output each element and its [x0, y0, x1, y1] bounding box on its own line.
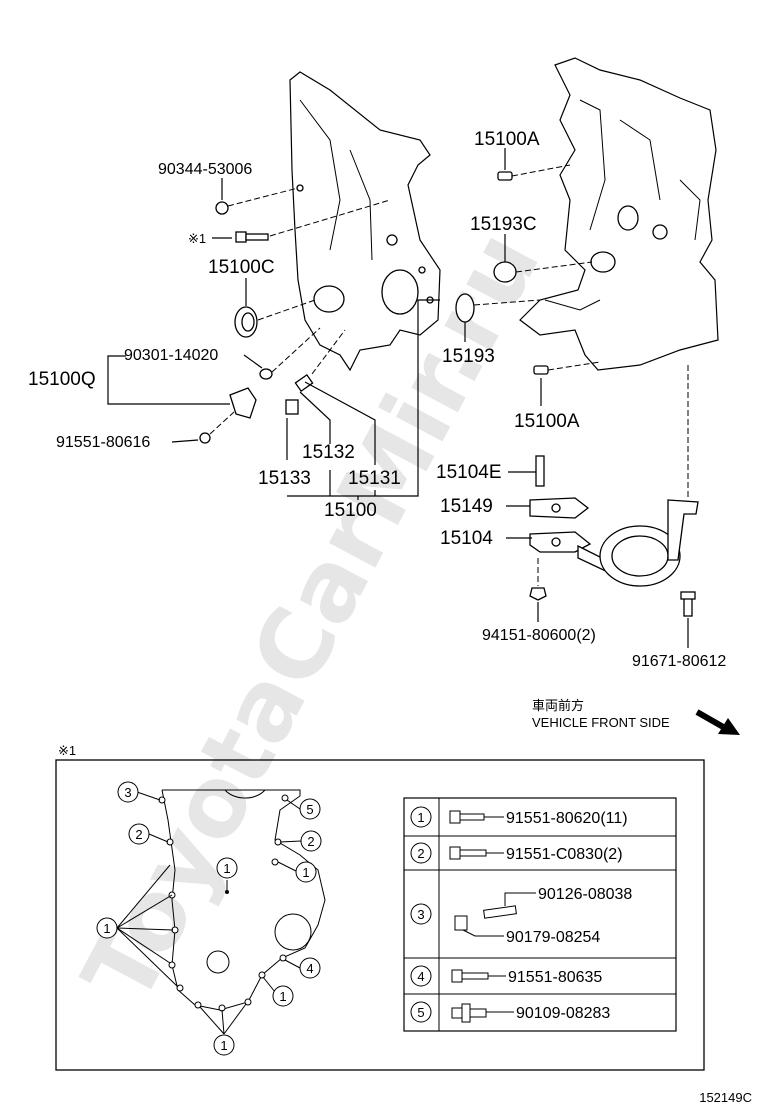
stud-15104E-illustration	[535, 455, 545, 487]
legend-num-1: 1	[417, 810, 424, 825]
label-91671-80612: 91671-80612	[632, 653, 726, 670]
inset-callout-1-right-upper: 1	[295, 861, 317, 883]
label-15193: 15193	[442, 346, 495, 367]
bolt-legend-table: 1 91551-80620(11) 2 91551-C0830(2) 3 901…	[403, 797, 677, 1032]
legend-part-90109-08283: 90109-08283	[516, 1005, 610, 1022]
bolt-icon	[449, 810, 485, 824]
inset-callout-3: 3	[117, 781, 139, 803]
inset-callout-5: 5	[299, 798, 321, 820]
stud-bolt-icon	[451, 1003, 487, 1023]
bolt-91671-illustration	[680, 591, 696, 617]
svg-text:1: 1	[279, 989, 286, 1004]
legend-row-3: 3 90126-08038 90179-08254	[410, 886, 632, 946]
legend-part-91551-C0830: 91551-C0830(2)	[506, 846, 623, 863]
leader-lines	[107, 148, 689, 648]
svg-text:1: 1	[220, 1038, 227, 1053]
oil-strainer-15104-illustration	[529, 499, 699, 587]
diagram-code: 152149C	[699, 1090, 752, 1105]
inset-leader-lines	[116, 791, 302, 1035]
svg-text:4: 4	[306, 961, 313, 976]
o-ring-15193C-illustration	[493, 261, 593, 283]
svg-text:1: 1	[302, 865, 309, 880]
legend-part-90179-08254: 90179-08254	[506, 929, 600, 946]
inset-marker: ※1	[58, 743, 76, 758]
label-15104E: 15104E	[436, 462, 502, 483]
label-star1-bolt: ※1	[188, 231, 206, 246]
label-15193C: 15193C	[470, 214, 537, 235]
legend-num-3: 3	[417, 907, 424, 922]
label-90301-14020: 90301-14020	[124, 347, 218, 364]
label-15100C: 15100C	[208, 257, 275, 278]
label-15100A-top: 15100A	[474, 129, 540, 150]
label-15131: 15131	[348, 468, 401, 489]
label-90344-53006: 90344-53006	[158, 161, 252, 178]
svg-text:2: 2	[135, 827, 142, 842]
inset-callout-1-bottom: 1	[213, 1034, 235, 1056]
inset-callout-2-right: 2	[300, 830, 322, 852]
timing-chain-cover-illustration	[289, 71, 441, 372]
label-15133: 15133	[258, 468, 311, 489]
nut-icon	[454, 915, 468, 931]
inset-callout-1-right-lower: 1	[272, 985, 294, 1007]
legend-part-91551-80635: 91551-80635	[508, 969, 602, 986]
stud-bolt-icon	[483, 905, 517, 919]
inset-callout-1-center: 1	[216, 857, 238, 879]
legend-row-5: 5 90109-08283	[410, 1001, 610, 1023]
label-15104: 15104	[440, 528, 493, 549]
inset-frame	[55, 759, 705, 1071]
label-15100A-bottom: 15100A	[514, 411, 580, 432]
label-15132: 15132	[302, 442, 355, 463]
direction-label-jp: 車両前方	[532, 698, 584, 713]
relief-valve-parts-illustration	[285, 329, 346, 415]
legend-num-4: 4	[417, 969, 424, 984]
plug-90344-illustration	[215, 187, 299, 215]
oil-seal-15100C-illustration	[234, 299, 316, 338]
legend-part-90126-08038: 90126-08038	[538, 886, 632, 903]
svg-text:2: 2	[307, 834, 314, 849]
label-94151-80600: 94151-80600(2)	[482, 627, 596, 644]
legend-part-91551-80620: 91551-80620(11)	[506, 810, 628, 827]
bolt-icon	[449, 846, 487, 860]
legend-row-4: 4 91551-80635	[410, 965, 602, 987]
front-direction-arrow-icon	[695, 709, 740, 735]
svg-text:5: 5	[306, 802, 313, 817]
legend-row-1: 1 91551-80620(11)	[410, 806, 628, 828]
label-15100Q: 15100Q	[28, 369, 96, 390]
bolt-star1-illustration	[235, 199, 391, 243]
watermark: ToyotaCarMir.ru	[61, 214, 561, 1021]
label-91551-80616: 91551-80616	[56, 434, 150, 451]
oil-pipe-15100Q-illustration	[199, 327, 321, 444]
svg-text:3: 3	[124, 785, 131, 800]
inset-callout-4: 4	[299, 957, 321, 979]
svg-text:1: 1	[103, 921, 110, 936]
direction-label-en: VEHICLE FRONT SIDE	[532, 715, 670, 730]
bolt-icon	[451, 969, 489, 983]
inset-callout-1-left: 1	[96, 917, 118, 939]
o-ring-15193-illustration	[455, 293, 541, 323]
label-15149: 15149	[440, 496, 493, 517]
svg-text:1: 1	[223, 861, 230, 876]
legend-row-2: 2 91551-C0830(2)	[410, 842, 623, 864]
nut-94151-illustration	[529, 558, 547, 601]
dowel-pin-bottom-illustration	[533, 361, 601, 375]
dowel-pin-top-illustration	[497, 164, 571, 181]
legend-num-5: 5	[417, 1005, 424, 1020]
gasket-15149-illustration	[529, 497, 590, 519]
label-15100: 15100	[324, 500, 377, 521]
legend-num-2: 2	[417, 846, 424, 861]
engine-block-illustration	[519, 57, 719, 371]
inset-callout-2-left: 2	[128, 823, 150, 845]
